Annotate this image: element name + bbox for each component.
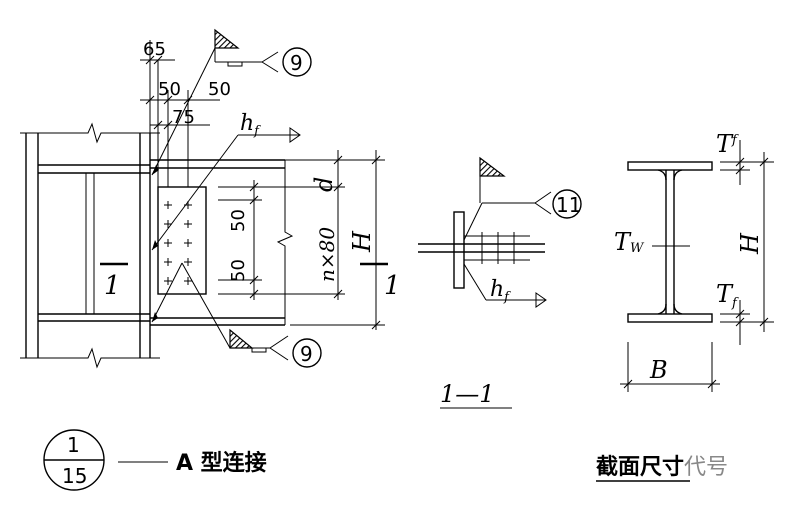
dim-B: B bbox=[649, 356, 668, 384]
dim-Tw: TW bbox=[614, 228, 645, 256]
dim-H: H bbox=[348, 230, 376, 253]
section-title: 截面尺寸代号 bbox=[596, 455, 728, 480]
section-1-1-drawing bbox=[418, 156, 582, 409]
column-elevation bbox=[20, 122, 160, 369]
dim-75: 75 bbox=[172, 107, 195, 128]
weld-ref-bottom: 9 bbox=[300, 342, 313, 366]
dim-Tf-top: Tf bbox=[716, 130, 739, 158]
detail-index-bubble bbox=[43, 429, 168, 491]
weld-ref-top: 9 bbox=[290, 51, 303, 75]
weld-symbol-bottom bbox=[229, 328, 322, 368]
dim-nx80: n×80 bbox=[315, 227, 339, 282]
dim-Tf-bottom: Tf bbox=[716, 280, 739, 311]
weld-leaders bbox=[151, 47, 301, 349]
detail-number: 1 bbox=[67, 433, 80, 457]
dim-d: d bbox=[310, 177, 338, 192]
connection-title: A 型连接 bbox=[176, 450, 267, 476]
right-dimensions bbox=[100, 150, 388, 330]
dim-50-c: 50 bbox=[228, 209, 249, 232]
i-beam-section bbox=[620, 140, 774, 392]
weld-size-hf: hf bbox=[240, 111, 261, 139]
dim-H-section: H bbox=[736, 232, 764, 255]
section-mark-right: 1 bbox=[384, 271, 401, 301]
weld-symbol-top bbox=[214, 28, 312, 77]
dim-50-a: 50 bbox=[158, 79, 181, 100]
bolt-pattern bbox=[164, 201, 192, 285]
dim-65: 65 bbox=[143, 39, 166, 60]
section-mark-left: 1 bbox=[104, 271, 121, 301]
top-dimensions bbox=[140, 55, 220, 130]
dim-50-b: 50 bbox=[208, 79, 231, 100]
weld-ref-11: 11 bbox=[556, 193, 581, 217]
section-1-1-hf: hf bbox=[490, 277, 511, 305]
dim-50-d: 50 bbox=[228, 259, 249, 282]
sheet-number: 15 bbox=[62, 464, 87, 488]
section-1-1-label: 1—1 bbox=[440, 380, 495, 408]
